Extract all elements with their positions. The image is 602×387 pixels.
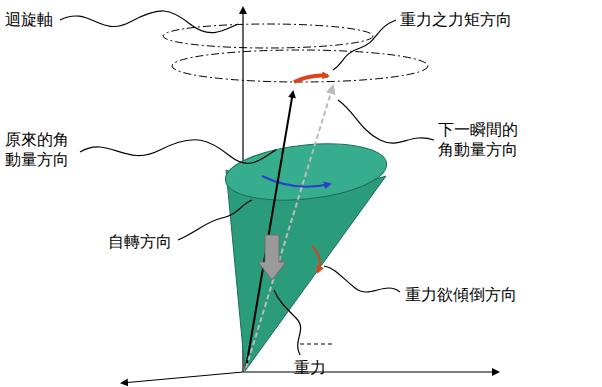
next-angular-momentum-arrow [246, 86, 333, 368]
tilt-arrow [312, 246, 320, 272]
leader-lines [60, 11, 434, 355]
axis-label: 迴旋軸 [5, 10, 53, 30]
angular-momentum-label: 原來的角 動量方向 [5, 130, 77, 170]
y-axis [122, 372, 243, 383]
leader-line [178, 200, 252, 240]
next-angular-momentum-label: 下一瞬間的 角動量方向 [438, 120, 528, 160]
gravity-arrow [258, 235, 286, 280]
tilt-label: 重力欲傾倒方向 [405, 285, 517, 305]
spin-label: 自轉方向 [108, 232, 172, 252]
leader-line [60, 11, 238, 33]
leader-line [274, 290, 301, 355]
leader-line [324, 266, 400, 292]
leader-line [338, 100, 434, 143]
leader-line [333, 20, 396, 70]
torque-arrow [294, 76, 328, 82]
projection-line [300, 344, 335, 345]
leader-line [80, 140, 276, 164]
torque-label: 重力之力矩方向 [400, 10, 512, 30]
angular-momentum-arrow [246, 92, 293, 368]
precession-orbit [172, 50, 428, 82]
gravity-label: 重力 [294, 358, 326, 378]
x-axis [243, 371, 498, 372]
spin-arrow [262, 176, 330, 187]
